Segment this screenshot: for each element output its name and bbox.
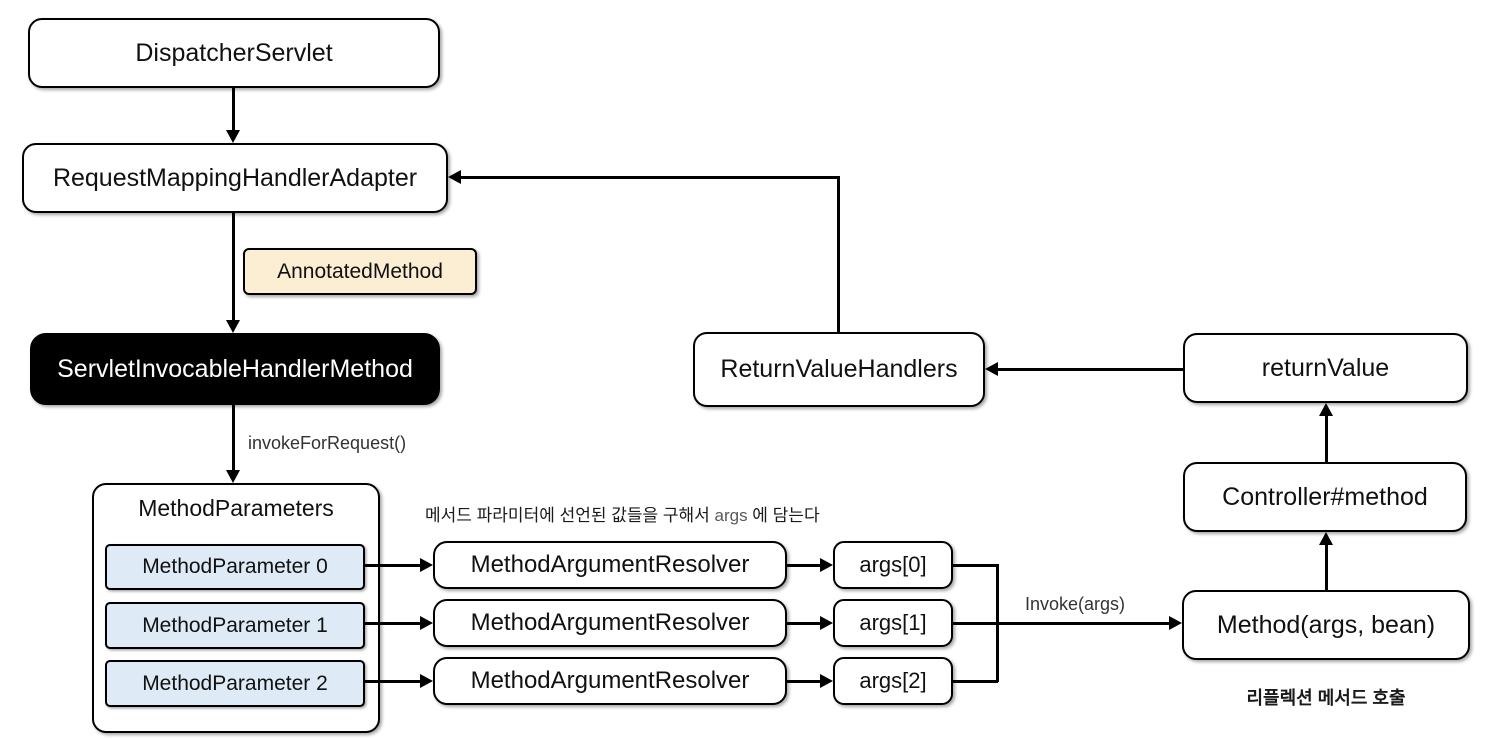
- connector-line: [363, 622, 421, 625]
- note-args-suffix: 에 담는다: [747, 506, 820, 525]
- connector-line: [997, 368, 1183, 371]
- arrowhead-left: [448, 170, 461, 184]
- arrowhead-right: [820, 616, 833, 630]
- edge-label-invoke-for-request: invokeForRequest(): [248, 433, 407, 453]
- connector-line: [1325, 413, 1328, 462]
- node-args-1: args[1]: [833, 599, 953, 647]
- connector-line: [953, 564, 998, 567]
- node-controller-method: Controller#method: [1183, 462, 1467, 532]
- node-request-mapping-handler-adapter: RequestMappingHandlerAdapter: [22, 143, 448, 213]
- arrowhead-right: [420, 558, 433, 572]
- node-annotated-method: AnnotatedMethod: [243, 248, 477, 295]
- connector-line: [232, 88, 235, 132]
- connector-line: [1325, 542, 1328, 590]
- node-return-value-handlers: ReturnValueHandlers: [693, 332, 985, 407]
- arrowhead-up: [1319, 532, 1333, 545]
- edge-label-invoke-args: Invoke(args): [1024, 594, 1126, 614]
- connector-line: [953, 622, 1170, 625]
- node-method-argument-resolver-1: MethodArgumentResolver: [433, 599, 787, 647]
- arrowhead-left: [985, 362, 998, 376]
- arrowhead-right: [1169, 616, 1182, 630]
- connector-line: [787, 564, 821, 567]
- note-args-description: 메서드 파라미터에 선언된 값들을 구해서 args 에 담는다: [425, 501, 820, 526]
- connector-line: [363, 564, 421, 567]
- connector-line: [787, 680, 821, 683]
- node-method-argument-resolver-0: MethodArgumentResolver: [433, 541, 787, 589]
- arrowhead-down: [226, 470, 240, 483]
- node-method-invoke: Method(args, bean): [1182, 590, 1470, 660]
- connector-line: [460, 176, 839, 179]
- arrowhead-right: [820, 674, 833, 688]
- connector-line: [787, 622, 821, 625]
- node-method-parameter-0: MethodParameter 0: [105, 544, 365, 590]
- node-args-2: args[2]: [833, 657, 953, 705]
- connector-line: [232, 213, 235, 322]
- arrowhead-down: [226, 320, 240, 333]
- connector-line: [953, 680, 998, 683]
- method-parameters-title: MethodParameters: [138, 495, 334, 521]
- arrowhead-right: [420, 674, 433, 688]
- arrowhead-right: [820, 558, 833, 572]
- node-method-parameter-1: MethodParameter 1: [105, 602, 365, 649]
- note-reflection-call: 리플렉션 메서드 호출: [1246, 688, 1406, 708]
- node-dispatcher-servlet: DispatcherServlet: [28, 18, 440, 88]
- node-method-parameter-2: MethodParameter 2: [105, 660, 365, 707]
- arrowhead-right: [420, 616, 433, 630]
- arrowhead-down: [226, 130, 240, 143]
- node-servlet-invocable-handler-method: ServletInvocableHandlerMethod: [30, 333, 440, 405]
- note-args-prefix: 메서드 파라미터에 선언된 값들을 구해서: [425, 506, 715, 525]
- node-args-0: args[0]: [833, 541, 953, 589]
- arrowhead-up: [1319, 403, 1333, 416]
- note-args-code: args: [714, 506, 748, 525]
- connector-line: [232, 405, 235, 472]
- node-method-argument-resolver-2: MethodArgumentResolver: [433, 657, 787, 705]
- node-return-value: returnValue: [1183, 333, 1468, 403]
- connector-line: [837, 176, 840, 332]
- connector-line: [363, 680, 421, 683]
- node-method-parameters-container: MethodParameters MethodParameter 0 Metho…: [92, 483, 380, 733]
